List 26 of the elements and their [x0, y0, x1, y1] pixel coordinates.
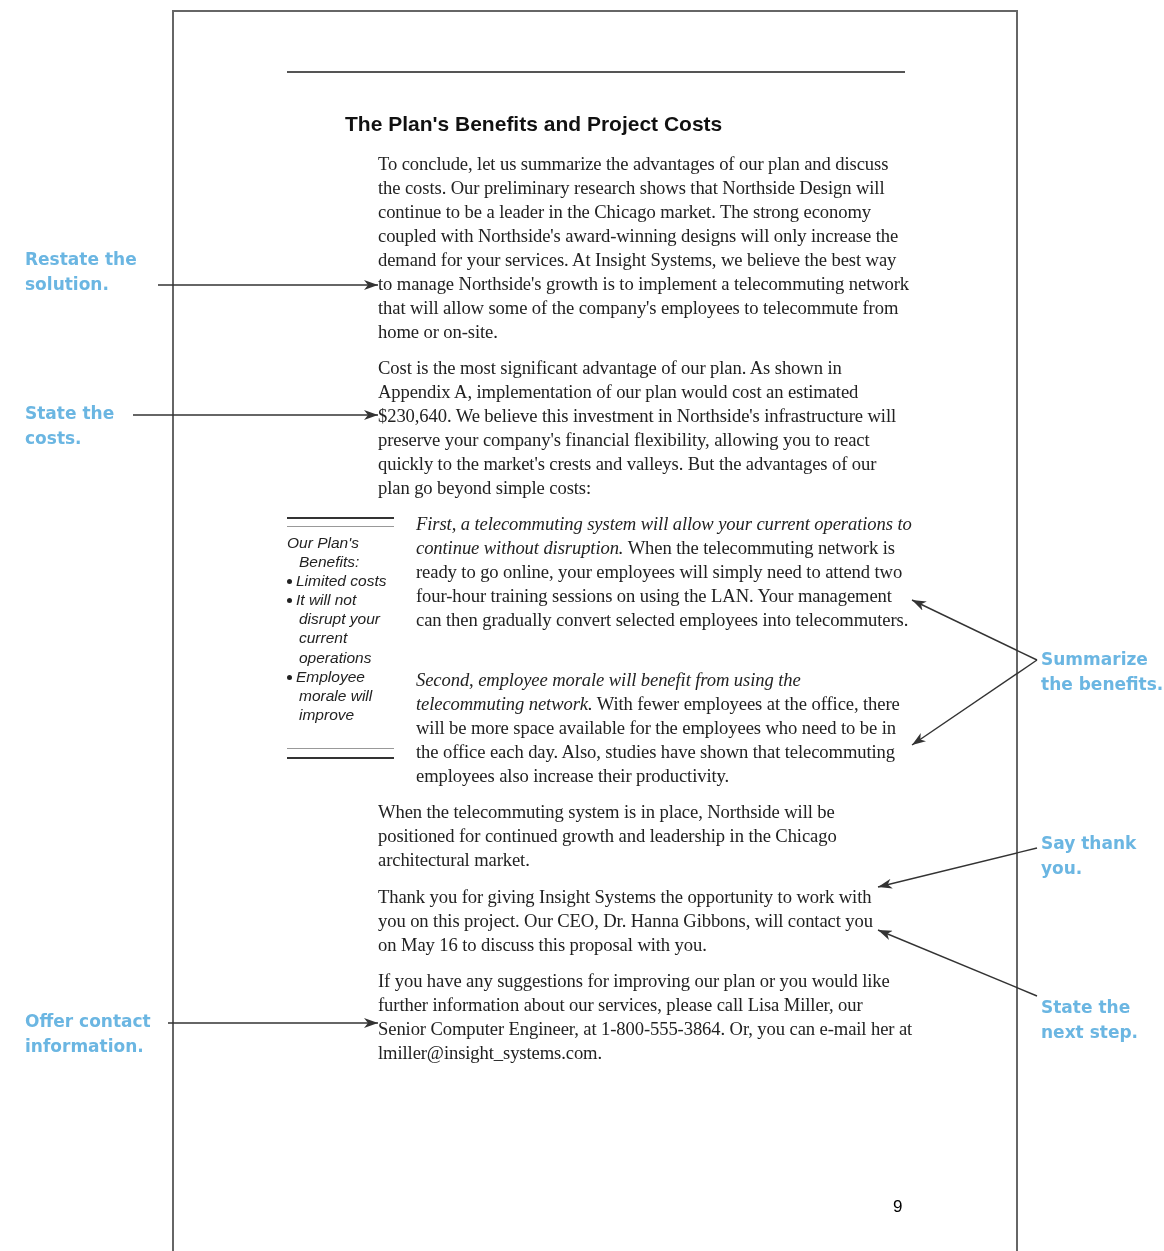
callout-note: Say thank you. — [1041, 831, 1151, 881]
body-paragraph: Thank you for giving Insight Systems the opportunity to work with you on this project. Our CEO, Dr. Hanna Gibbons, will contact you on May 16 to discuss this proposal with you. — [378, 885, 878, 957]
body-paragraph: Cost is the most significant advantage of our plan. As shown in Appendix A, implementation of our plan would cost an estimated $230,640. We believe this investment in Northside's infrastructure will preserve your company's financial flexibility, allowing you to react quickly to the market's crests and valleys. But the advantages of our plan go beyond simple costs: — [378, 356, 908, 500]
arrow — [911, 659, 1038, 746]
arrow — [911, 599, 1038, 661]
callout-note: Summarize the benefits. — [1041, 647, 1164, 697]
bullet-text: It will not disrupt your current operations — [296, 591, 380, 666]
callout-note: State the next step. — [1041, 995, 1151, 1045]
bullet-text: Limited costs — [296, 572, 387, 589]
body-paragraph: When the telecommuting system is in place, Northside will be positioned for continued growth and leadership in the Chicago architectural market. — [378, 800, 888, 872]
callout-note: Offer contact information. — [25, 1009, 165, 1059]
body-paragraph: Second, employee morale will benefit from using the telecommuting network. With fewer employees at the office, there will be more space available for the employees who need to be in the office each day. Also, studies have shown that telecommuting employees also increase their productivity. — [416, 668, 912, 788]
heading: The Plan's Benefits and Project Costs — [345, 112, 723, 136]
arrow — [877, 847, 1038, 889]
arrow — [877, 929, 1038, 997]
body-paragraph: To conclude, let us summarize the advantages of our plan and discuss the costs. Our preliminary research shows that Northside Design will continue to be a leader in the Chicago market. The strong economy coupled with Northside's award-winning designs will only increase the demand for your services. At Insight Systems, we believe the best way to manage Northside's growth is to implement a telecommuting network that will allow some of the company's employees to telecommute from home or on-site. — [378, 152, 913, 344]
arrow — [157, 280, 379, 290]
callout-note: Restate the solution. — [25, 247, 155, 297]
callout-note: State the costs. — [25, 401, 130, 451]
page-number: 9 — [893, 1197, 903, 1217]
body-paragraph: First, a telecommuting system will allow your current operations to continue without disruption. When the telecommuting network is ready to go online, your employees will simply need to attend two four-hour training sessions on using the LAN. Your management can then gradually convert selected employees into telecommuters. — [416, 512, 912, 632]
side-heading: Our Plan's Benefits: — [287, 533, 361, 572]
bullet-text: Employee morale will improve — [296, 668, 373, 724]
arrow — [132, 410, 379, 420]
arrow — [167, 1018, 379, 1028]
body-paragraph: If you have any suggestions for improving our plan or you would like further information about our services, please call Lisa Miller, our Senior Computer Engineer, at 1-800-555-3864. Or, you can e-mail her at lmiller@insight_systems.com. — [378, 969, 913, 1065]
